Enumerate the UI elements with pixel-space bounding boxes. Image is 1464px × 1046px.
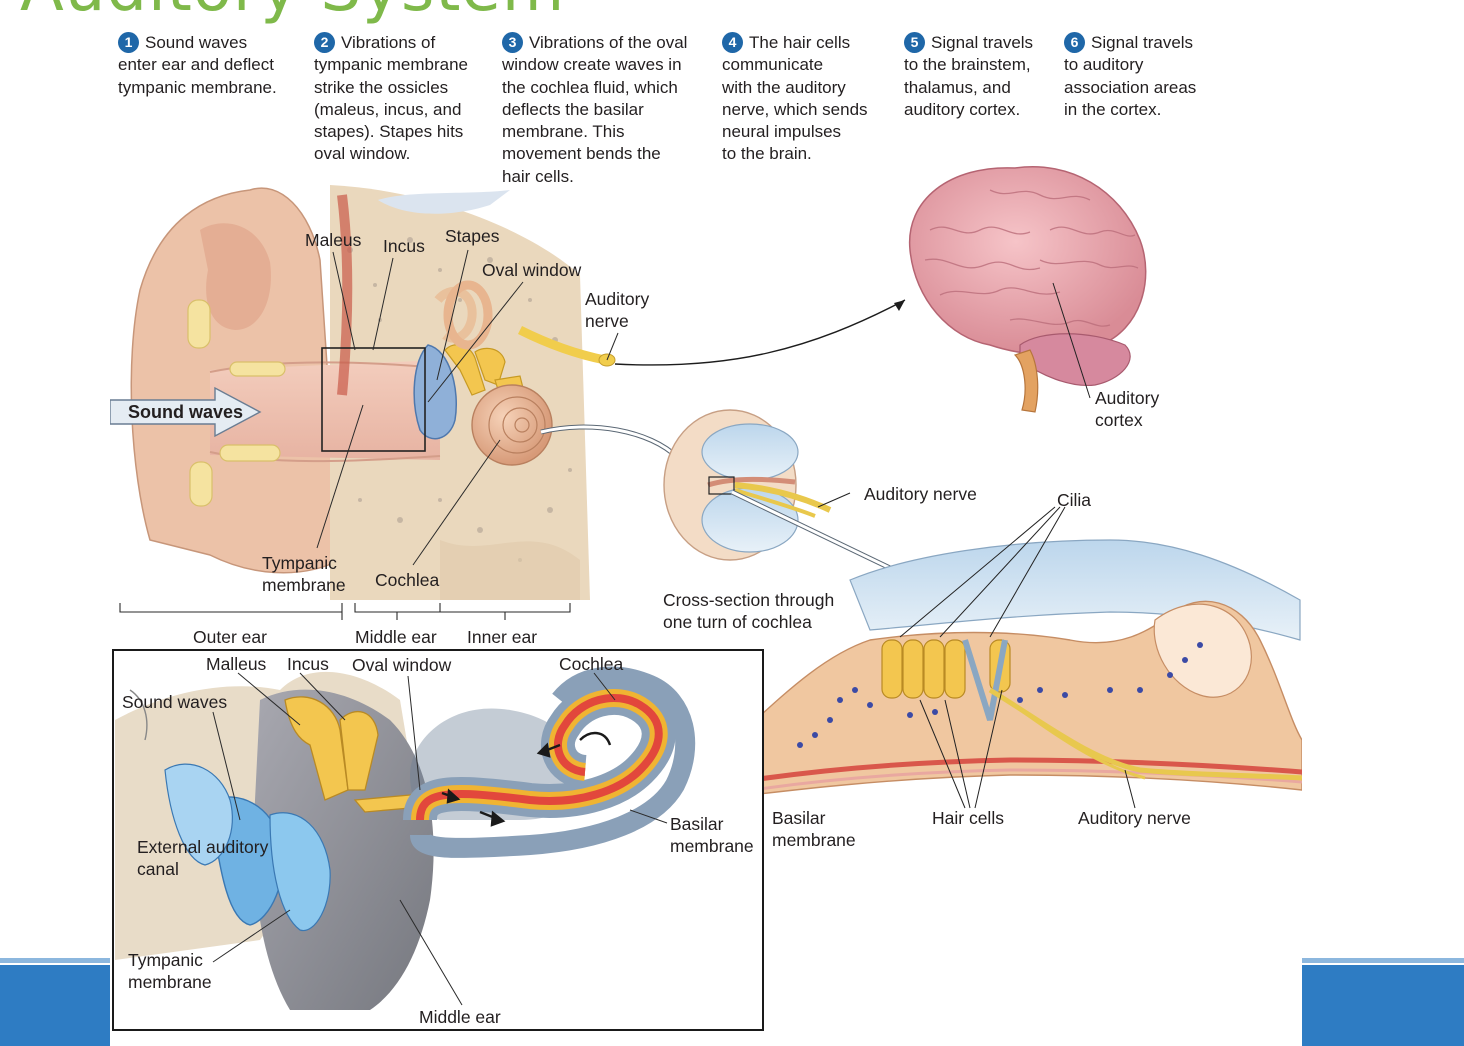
inset-oval-window-label: Oval window [352,655,452,675]
step-2: 2 Vibrations of tympanic membrane strike … [314,32,468,166]
inset-panel [112,649,764,1031]
step-line: to the brainstem, [904,55,1031,75]
auditory-nerve-label: Auditory [585,289,650,309]
region-brackets [119,603,571,620]
oval-window-label: Oval window [482,260,582,280]
maleus-label: Maleus [305,230,362,250]
step-line: oval window. [314,144,411,164]
step-line: Sound waves [145,33,248,52]
cochlea-label: Cochlea [375,570,440,590]
step-number: 5 [904,32,925,53]
step-line: Signal travels [931,33,1034,52]
cross-section-caption: Cross-section through [663,590,835,610]
stapes-label: Stapes [445,226,500,246]
external-canal-label-line2: canal [137,859,179,879]
step-line: (maleus, incus, and [314,99,462,119]
auditory-cortex-label: Auditory [1095,388,1160,408]
cilia-label: Cilia [1057,490,1092,510]
step-line: window create waves in [502,55,682,75]
fluid-arrows [441,742,561,827]
brain-illustration [908,166,1147,413]
step-line: to auditory [1064,55,1144,75]
organ-basilar-label-line2: membrane [772,830,856,850]
step-number: 4 [722,32,743,53]
step-line: nerve, which sends [722,99,868,119]
step-3: 3 Vibrations of the oval window create wa… [502,32,687,188]
incus-label: Incus [383,236,425,256]
inset-basilar-label: Basilar [670,814,724,834]
inset-basilar-label-line2: membrane [670,836,754,856]
step-line: stapes). Stapes hits [314,122,464,142]
step-line: to the brain. [722,144,812,164]
step-line: tympanic membrane. [118,77,277,97]
step-line: strike the ossicles [314,77,449,97]
step-line: neural impulses [722,122,842,142]
step-line: hair cells. [502,166,574,186]
step-number: 2 [314,32,335,53]
hair-cells-label: Hair cells [932,808,1004,828]
auditory-nerve-shape [517,325,606,365]
step-6: 6 Signal travels to auditory association … [1064,32,1196,121]
step-line: deflects the basilar [502,99,644,119]
ear-cross-section [110,185,906,620]
step-line: enter ear and deflect [118,55,274,75]
tympanic-membrane-label: Tympanic [262,553,337,573]
leader-lines [316,249,619,566]
inset-middle-ear-label: Middle ear [419,1007,501,1027]
step-line: membrane. This [502,122,625,142]
inset-leader-lines [212,672,668,1006]
step-line: The hair cells [749,33,851,52]
tympanic-membrane-label-line2: membrane [262,575,346,595]
step-line: in the cortex. [1064,99,1162,119]
inset-incus-label: Incus [287,654,329,674]
step-number: 6 [1064,32,1085,53]
cochlea-shape [471,384,553,466]
auditory-nerve-label-line2: nerve [585,311,629,331]
sound-waves-label: Sound waves [128,402,244,422]
step-line: auditory cortex. [904,99,1021,119]
slide-title: Auditory System [20,0,565,26]
inset-tympanic-label-line2: membrane [128,972,212,992]
external-canal-label: External auditory [137,837,269,857]
step-line: communicate [722,55,824,75]
step-number: 3 [502,32,523,53]
step-4: 4 The hair cells communicate with the aud… [722,32,868,166]
step-line: the cochlea fluid, which [502,77,678,97]
cross-section-caption-line2: one turn of cochlea [663,612,812,632]
inset-malleus-label: Malleus [206,654,267,674]
hair-cells-shapes [881,639,1011,699]
step-line: tympanic membrane [314,55,469,75]
sound-waves-arrow [110,386,262,438]
organ-basilar-label: Basilar [772,808,826,828]
step-line: Vibrations of [341,33,436,52]
step-line: thalamus, and [904,77,1011,97]
anatomy-illustration [110,166,1302,1031]
organ-auditory-nerve-label: Auditory nerve [1078,808,1191,828]
step-line: Vibrations of the oval [529,33,688,52]
cartilage [187,299,286,507]
outer-ear-label: Outer ear [193,627,267,647]
inner-ear-label: Inner ear [467,627,538,647]
cross-section-nerve-label: Auditory nerve [864,484,977,504]
inset-sound-waves-label: Sound waves [122,692,228,712]
inset-cochlea-label: Cochlea [559,654,624,674]
step-number: 1 [118,32,139,53]
step-1: 1 Sound waves enter ear and deflect tympa… [118,32,277,99]
inset-tympanic-label: Tympanic [128,950,203,970]
organ-of-corti [709,506,1302,809]
step-line: association areas [1064,77,1197,97]
step-line: with the auditory [722,77,846,97]
step-line: movement bends the [502,144,661,164]
step-line: Signal travels [1091,33,1194,52]
step-5: 5 Signal travels to the brainstem, thalam… [904,32,1033,121]
middle-ear-label: Middle ear [355,627,437,647]
auditory-cortex-label-line2: cortex [1095,410,1143,430]
